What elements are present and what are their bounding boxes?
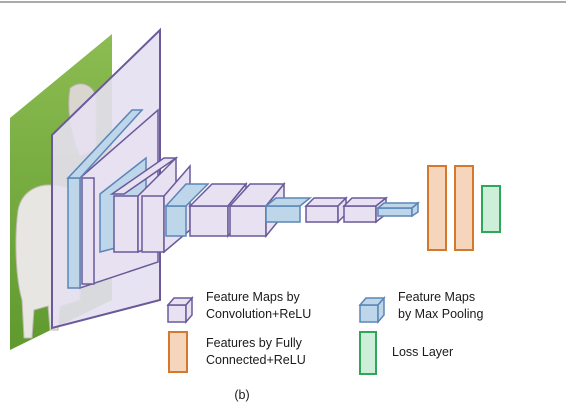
legend-fc-line2: Connected+ReLU [206,353,306,367]
legend-loss: Loss Layer [359,331,453,375]
fc-layer-1 [427,165,447,251]
legend-conv-line1: Feature Maps by [206,290,301,304]
figure-caption: (b) [234,388,249,402]
loss-layer [481,185,501,233]
legend-conv-line2: Convolution+ReLU [206,307,311,321]
legend-loss-label: Loss Layer [392,345,453,359]
legend-pool-line1: Feature Maps [398,290,475,304]
legend-fc: Features by Fully Connected+ReLU [168,331,306,373]
conv-block-4 [263,196,389,224]
legend-conv: Feature Maps by Convolution+ReLU [166,290,311,325]
fc-layer-2 [454,165,474,251]
bar-green-icon [359,331,377,375]
conv-block-3 [164,181,286,239]
cube-blue-icon [359,304,379,323]
legend-fc-line1: Features by Fully [206,336,303,350]
legend-pool-line2: by Max Pooling [398,307,484,321]
legend-pool: Feature Maps by Max Pooling [358,290,484,325]
bar-orange-icon [168,331,188,373]
legend: Feature Maps by Convolution+ReLU Feature… [166,290,484,375]
cube-lavender-icon [167,304,187,323]
pool-block-5 [375,201,421,218]
